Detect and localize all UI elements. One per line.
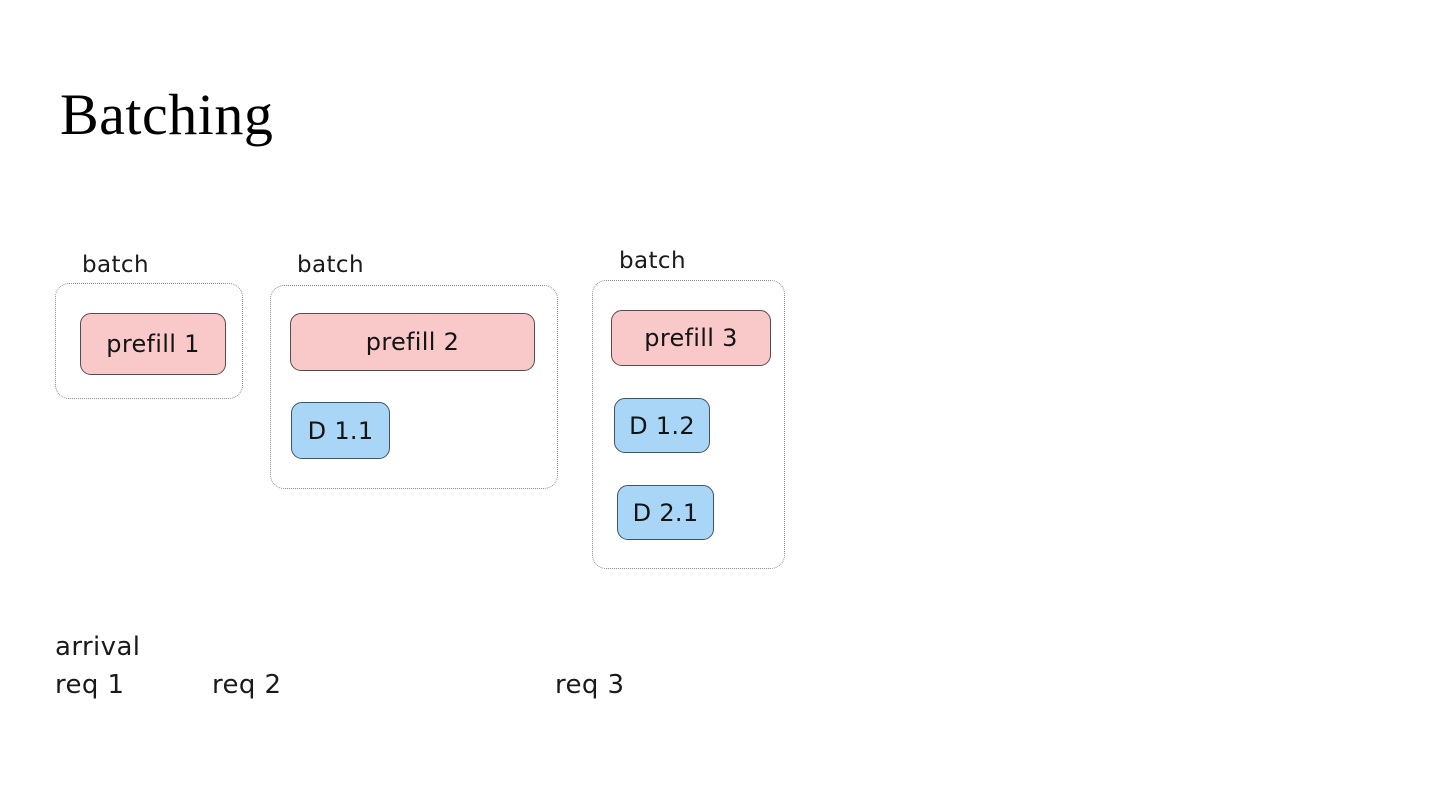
batch-label: batch (619, 248, 686, 274)
page-title: Batching (60, 82, 274, 147)
batch-label: batch (82, 252, 149, 278)
batch-box[interactable]: prefill 2 D 1.1 (270, 285, 558, 489)
request-label: req 3 (555, 670, 625, 700)
batch-box[interactable]: prefill 1 (55, 283, 243, 399)
prefill-chip[interactable]: prefill 2 (290, 313, 535, 371)
prefill-chip[interactable]: prefill 1 (80, 313, 226, 375)
request-label: req 2 (212, 670, 282, 700)
arrival-label: arrival (55, 632, 141, 662)
decode-chip[interactable]: D 1.1 (291, 402, 390, 459)
decode-chip[interactable]: D 1.2 (614, 398, 710, 453)
batch-label: batch (297, 252, 364, 278)
batch-box[interactable]: prefill 3 D 1.2 D 2.1 (592, 280, 785, 569)
request-label: req 1 (55, 670, 125, 700)
prefill-chip[interactable]: prefill 3 (611, 310, 771, 366)
decode-chip[interactable]: D 2.1 (617, 485, 714, 540)
